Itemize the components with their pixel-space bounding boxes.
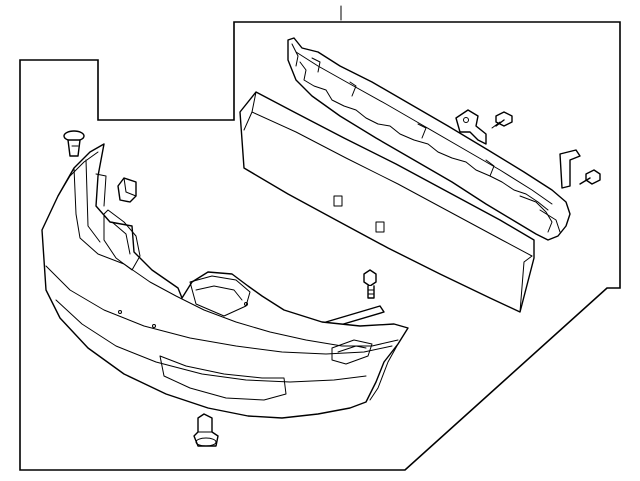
mounting-bracket: [455, 109, 487, 145]
bottom-retainer-clip: [193, 413, 219, 447]
side-bracket-bolt: [579, 169, 601, 185]
mounting-bolt: [363, 269, 377, 299]
absorber-slot: [375, 221, 385, 233]
side-bracket: [559, 149, 581, 189]
upper-retainer: [117, 177, 137, 203]
energy-absorber: [239, 91, 535, 313]
push-pin-clip: [63, 130, 85, 157]
absorber-slot: [333, 195, 343, 207]
front-bumper-cover: [41, 143, 409, 419]
bracket-bolt: [491, 111, 513, 129]
bumper-reinforcement-beam: [287, 37, 571, 241]
frame-outline: [19, 21, 621, 471]
